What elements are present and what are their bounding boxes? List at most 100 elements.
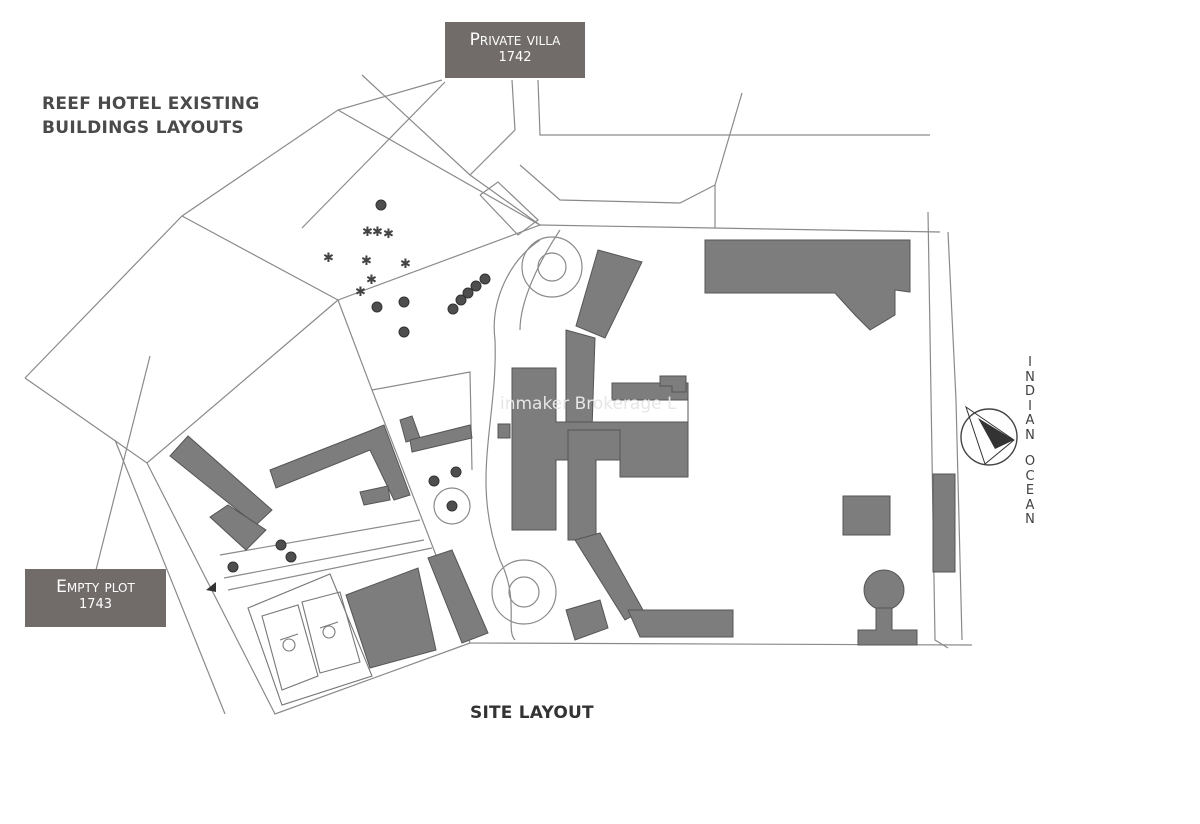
building bbox=[359, 485, 391, 506]
building bbox=[659, 375, 687, 393]
boundary-line bbox=[95, 355, 151, 571]
boundary-line bbox=[24, 79, 443, 379]
tree-icon bbox=[398, 326, 410, 338]
ocean-letter: O bbox=[1024, 454, 1036, 469]
tree-icon: ✱ bbox=[362, 225, 373, 240]
map-title: REEF HOTEL EXISTING BUILDINGS LAYOUTS bbox=[42, 92, 260, 140]
tree-icon: ✱ bbox=[372, 225, 383, 240]
buildings bbox=[169, 239, 956, 669]
building bbox=[863, 569, 905, 611]
boundary-line bbox=[337, 109, 541, 226]
footpath bbox=[519, 229, 561, 331]
ocean-letter: N bbox=[1025, 369, 1035, 385]
boundary-line bbox=[114, 439, 226, 715]
tree-icon bbox=[227, 561, 239, 573]
building bbox=[427, 549, 489, 644]
label-name: Empty plot bbox=[56, 577, 135, 597]
compass-rose-icon bbox=[960, 405, 1018, 466]
ocean-letter: I bbox=[1028, 398, 1032, 414]
tree-icon bbox=[398, 296, 410, 308]
tree-icon: ✱ bbox=[383, 227, 394, 242]
boundary-line bbox=[24, 299, 339, 464]
boundary-line bbox=[537, 79, 930, 136]
tree-icon bbox=[462, 287, 474, 299]
building bbox=[567, 429, 621, 541]
building bbox=[565, 599, 609, 641]
boundary-line bbox=[947, 231, 963, 641]
building bbox=[269, 424, 411, 501]
tree-icon bbox=[275, 539, 287, 551]
tree-icon bbox=[455, 294, 467, 306]
tree-icon: ✱ bbox=[361, 254, 372, 269]
court-marking bbox=[279, 633, 299, 641]
boundary-line bbox=[927, 211, 949, 649]
map-title-line: BUILDINGS LAYOUTS bbox=[42, 118, 244, 138]
tree-icon: ✱ bbox=[355, 285, 366, 300]
building bbox=[209, 504, 267, 551]
building bbox=[704, 239, 911, 331]
tree-icon bbox=[450, 466, 462, 478]
trees bbox=[227, 199, 491, 573]
ocean-letter: A bbox=[1025, 497, 1035, 513]
tree-icon bbox=[371, 301, 383, 313]
ocean-letter: N bbox=[1025, 512, 1035, 527]
tree-icon bbox=[447, 303, 459, 315]
tree-icon bbox=[375, 199, 387, 211]
sports-courts bbox=[247, 573, 373, 706]
tree-icon: ✱ bbox=[366, 273, 377, 288]
ocean-letter: C bbox=[1025, 468, 1035, 484]
court-marking bbox=[322, 625, 336, 639]
boundary-line bbox=[219, 519, 421, 556]
boundary-line bbox=[469, 79, 516, 176]
boundary-line bbox=[227, 547, 433, 591]
north-arrow-marker bbox=[206, 582, 216, 592]
plot-boundaries bbox=[24, 74, 973, 715]
roundabout bbox=[491, 559, 557, 625]
building bbox=[575, 249, 643, 339]
site-layout-caption: SITE LAYOUT bbox=[470, 703, 594, 723]
building bbox=[409, 424, 473, 453]
ocean-letter: I bbox=[1028, 355, 1032, 370]
boundary-line bbox=[223, 539, 425, 579]
building bbox=[497, 423, 511, 439]
ocean-letter: E bbox=[1025, 483, 1035, 498]
building bbox=[345, 567, 437, 669]
palm-trees: ✱ ✱ ✱ ✱ ✱ ✱ ✱ ✱ bbox=[323, 225, 411, 300]
ocean-letter: N bbox=[1025, 427, 1035, 443]
building bbox=[627, 609, 734, 638]
map-title-line: REEF HOTEL EXISTING bbox=[42, 94, 260, 114]
tree-icon: ✱ bbox=[400, 257, 411, 272]
label-code: 1743 bbox=[78, 597, 113, 612]
court-enclosure bbox=[261, 604, 319, 691]
court-marking bbox=[319, 621, 339, 629]
building bbox=[932, 473, 956, 573]
ocean-label: I N D I A N O C E A N bbox=[1010, 355, 1050, 528]
ocean-letter: A bbox=[1025, 413, 1035, 428]
boundary-line bbox=[337, 299, 973, 646]
court-enclosure bbox=[301, 591, 361, 674]
tree-icon bbox=[479, 273, 491, 285]
empty-plot-label[interactable]: Empty plot 1743 bbox=[25, 569, 166, 627]
tree-icon: ✱ bbox=[323, 251, 334, 266]
tree-icon bbox=[428, 475, 440, 487]
roundabout bbox=[521, 236, 583, 298]
ocean-letter: D bbox=[1024, 384, 1035, 399]
roundabout bbox=[508, 576, 540, 608]
building bbox=[842, 495, 891, 536]
boundary-line bbox=[146, 462, 471, 715]
roundabout bbox=[433, 487, 471, 525]
watermark: inmaker Brokerage L bbox=[500, 394, 677, 414]
boundary-line bbox=[301, 81, 446, 229]
roundabout bbox=[537, 252, 567, 282]
private-villa-label[interactable]: Private villa 1742 bbox=[445, 22, 585, 78]
tree-icon bbox=[446, 500, 458, 512]
boundary-line bbox=[479, 181, 539, 236]
tree-icon bbox=[285, 551, 297, 563]
court-enclosure bbox=[247, 573, 373, 706]
tree-icon bbox=[470, 280, 482, 292]
building bbox=[169, 435, 273, 526]
boundary-line bbox=[181, 215, 941, 301]
building bbox=[565, 329, 596, 431]
